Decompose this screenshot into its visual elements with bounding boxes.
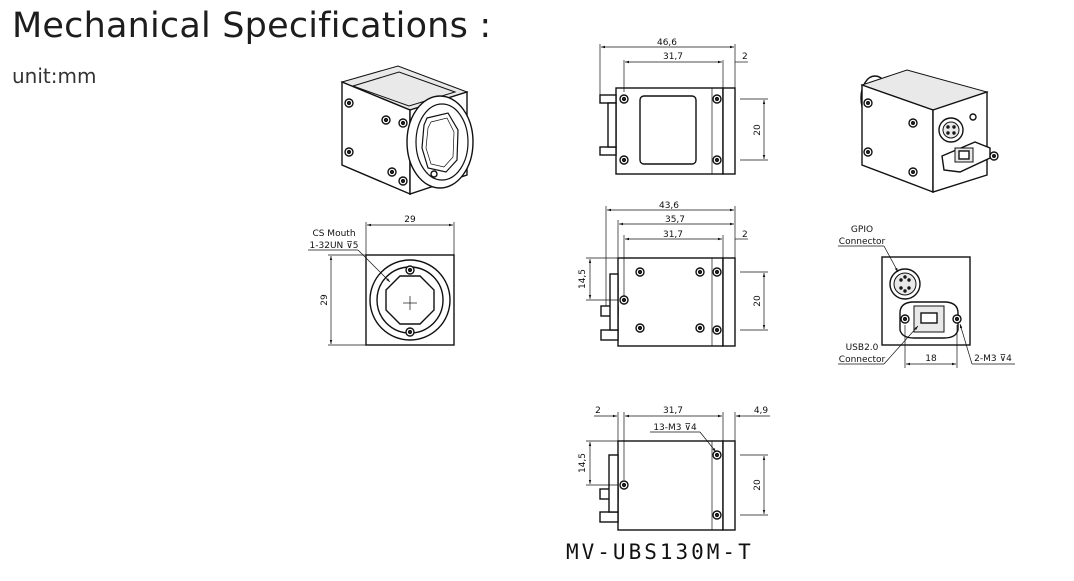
dim-side-height: 20 xyxy=(753,295,763,307)
dim-rear-screws: 2-M3 ⊽4 xyxy=(974,354,1012,364)
mount-label-1: CS Mouth xyxy=(312,229,355,239)
gpio-label-2: Connector xyxy=(839,237,886,247)
unit-label: unit:mm xyxy=(12,64,97,88)
mount-label-2: 1-32UN ⊽5 xyxy=(310,241,359,251)
usb-label-1: USB2.0 xyxy=(846,343,879,353)
side-view xyxy=(586,206,768,347)
dim-top-body: 31,7 xyxy=(663,52,683,62)
iso-view-front xyxy=(340,65,474,196)
dim-bottom-screws: 13-M3 ⊽4 xyxy=(653,423,697,433)
dim-bottom-flange: 2 xyxy=(595,406,601,416)
usb-label-2: Connector xyxy=(839,355,886,365)
dim-front-width: 29 xyxy=(404,215,416,225)
top-view xyxy=(599,44,768,175)
dim-bottom-offset: 14,5 xyxy=(578,453,588,473)
dim-bottom-height: 20 xyxy=(753,479,763,491)
dim-rear-spacing: 18 xyxy=(925,354,937,364)
dim-top-flange: 2 xyxy=(742,52,748,62)
dim-side-offset: 14,5 xyxy=(578,269,588,289)
dim-side-flange: 2 xyxy=(742,230,748,240)
dim-top-height: 20 xyxy=(753,124,763,136)
dim-bottom-rear: 4,9 xyxy=(754,406,769,416)
dim-bottom-body: 31,7 xyxy=(663,406,683,416)
rear-view xyxy=(838,245,1015,368)
dim-top-overall: 46,6 xyxy=(657,38,677,48)
dim-side-body: 31,7 xyxy=(663,230,683,240)
dim-side-overall: 43,6 xyxy=(659,201,679,211)
gpio-label-1: GPIO xyxy=(851,225,873,235)
dim-side-mid: 35,7 xyxy=(665,215,685,225)
front-view xyxy=(308,222,455,346)
bottom-view xyxy=(586,412,770,531)
dim-front-height: 29 xyxy=(320,294,330,306)
page-title: Mechanical Specifications : xyxy=(12,6,492,46)
model-name: MV-UBS130M-T xyxy=(566,540,754,564)
iso-view-rear xyxy=(860,69,999,194)
